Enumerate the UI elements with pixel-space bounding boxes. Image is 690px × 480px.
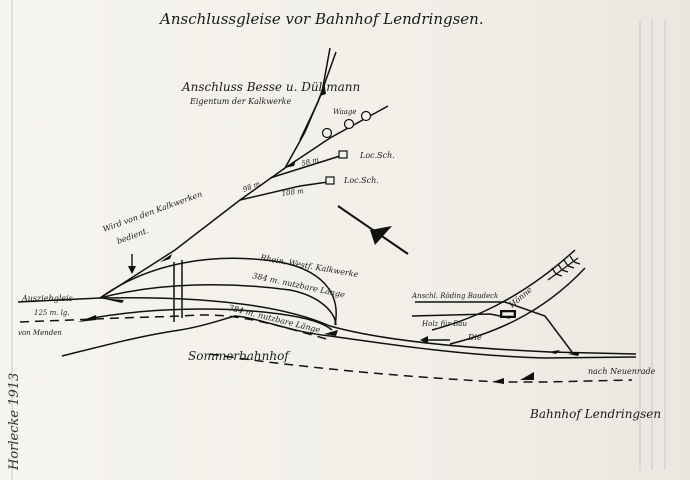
hoenne-river-bank-1 (431, 249, 576, 331)
roeding-siding-2 (411, 313, 511, 319)
hoenne-river-bank-2 (449, 267, 586, 345)
label-loc-sch-1: Loc.Sch. (359, 151, 395, 160)
label-anschl-1: Anschl. Röding Baudeck (411, 292, 498, 300)
label-von-menden: von Menden (18, 329, 62, 337)
tree-icon (547, 255, 581, 281)
branch-to-besse-2 (299, 51, 337, 141)
label-die: Die (467, 333, 482, 342)
loc-shed-1 (338, 150, 348, 159)
branch-locsch-2 (239, 181, 329, 201)
roeding-siding (415, 301, 573, 353)
down-arrow-icon (128, 254, 136, 274)
label-len-108: 108 m (281, 187, 304, 198)
label-anschl-2: Holz für Bau (421, 320, 467, 328)
label-nach-neuenrade: nach Neuenrade (588, 367, 656, 376)
side-caption: Horlecke 1913 (7, 373, 22, 471)
label-loc-sch-2: Loc.Sch. (343, 176, 379, 185)
label-len-58: 58 m (301, 156, 321, 168)
waage-circle-2 (343, 118, 355, 130)
label-nutz-384-a: 384 m. nutzbare Länge (252, 271, 346, 299)
switch-markers (78, 82, 580, 384)
page-title: Anschlussgleise vor Bahnhof Lendringsen. (158, 10, 484, 28)
dashed-track-lower (209, 353, 633, 383)
label-anschluss-1: Anschluss Besse u. Düllmann (181, 80, 360, 94)
label-wird-1: Wird von den Kalkwerken (102, 190, 204, 234)
label-ausziehgleis: Ausziehgleis (21, 294, 73, 303)
bridge-block-inner (501, 311, 515, 317)
siding-loop-1 (99, 257, 337, 326)
north-arrow-icon (337, 205, 409, 255)
siding-loop-3 (91, 308, 333, 331)
waage-circle-1 (321, 127, 333, 139)
siding-loop-2 (99, 284, 337, 326)
branch-to-besse (284, 47, 331, 169)
loc-shed-2 (325, 176, 335, 185)
label-wird-2: bedient. (116, 226, 150, 246)
left-arrow-icon (420, 336, 450, 344)
main-track-lower (61, 315, 637, 359)
label-waage: Waage (333, 108, 357, 116)
waage-circle-3 (360, 110, 372, 122)
label-dommel: Sommerbahnhof (188, 349, 291, 363)
branch-main (99, 167, 286, 299)
bleed-through (11, 0, 666, 480)
dashed-track-upper (19, 314, 331, 341)
label-anschluss-2: Eigentum der Kalkwerke (189, 97, 292, 106)
label-len-125: 125 m. lg. (34, 309, 70, 317)
label-lendringsen: Bahnhof Lendringsen (529, 407, 661, 421)
branch-locsch-1 (269, 155, 341, 179)
